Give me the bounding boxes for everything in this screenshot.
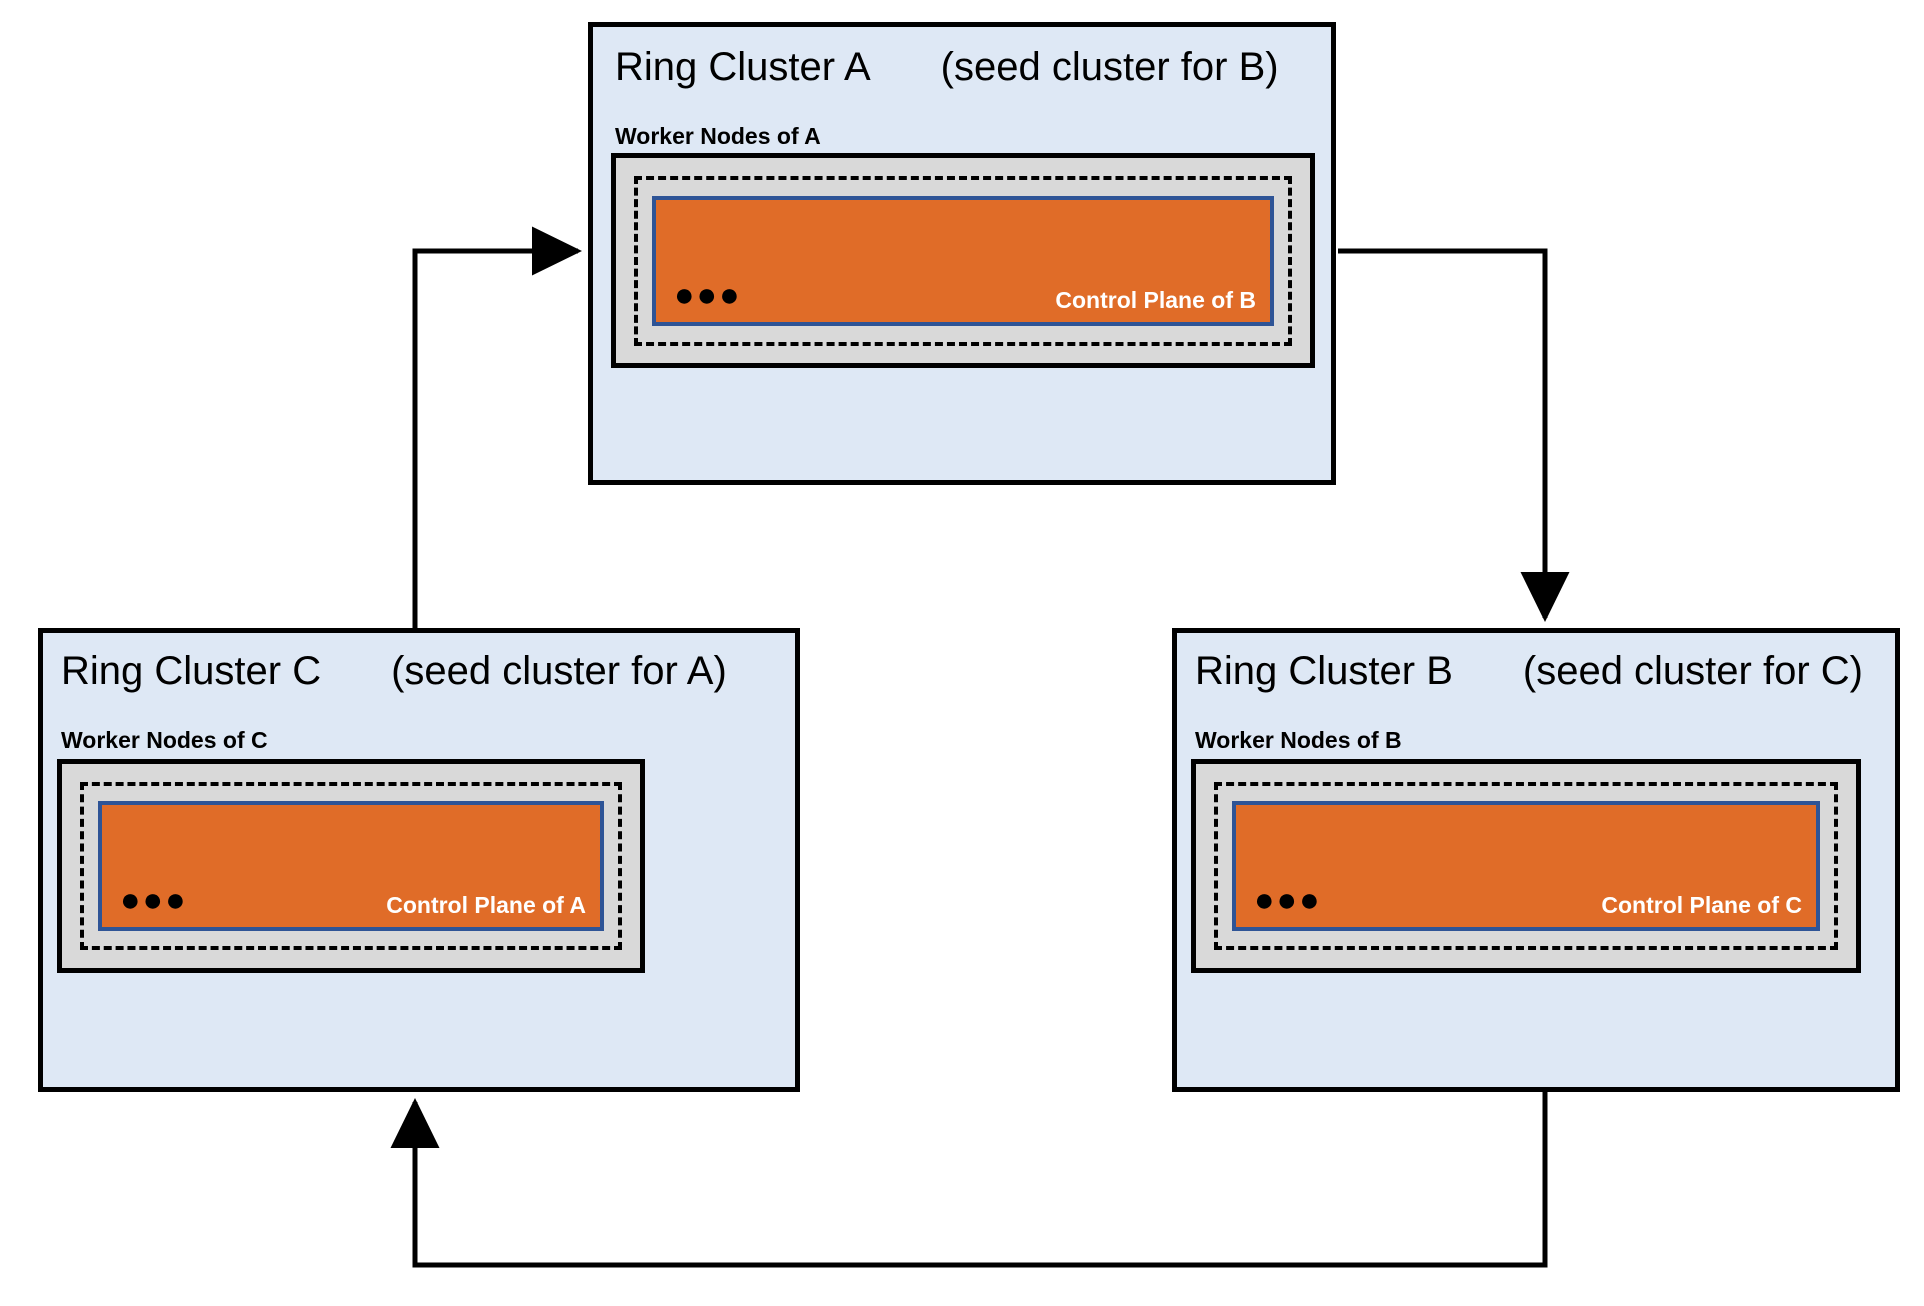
cluster-b-worker-nodes-label: Worker Nodes of B [1195, 727, 1402, 753]
cluster-b-control-plane-label: Control Plane of C [1601, 892, 1802, 918]
cluster-c-control-plane[interactable]: ●●● Control Plane of A [98, 801, 604, 931]
arrow-a-to-b [1338, 248, 1570, 623]
cluster-c-title: Ring Cluster C [61, 649, 322, 693]
cluster-c-worker-nodes-label: Worker Nodes of C [61, 727, 268, 753]
cluster-b[interactable]: Ring Cluster B (seed cluster for C) Work… [1172, 628, 1900, 1092]
cluster-a-control-plane[interactable]: ●●● Control Plane of B [652, 196, 1274, 326]
arrow-b-to-c [390, 1092, 1548, 1268]
cluster-c[interactable]: Ring Cluster C (seed cluster for A) Work… [38, 628, 800, 1092]
cluster-c-ellipsis-icon: ●●● [120, 881, 188, 919]
cluster-b-title: Ring Cluster B [1195, 649, 1453, 693]
cluster-c-control-plane-label: Control Plane of A [386, 892, 586, 918]
cluster-a-title: Ring Cluster A [615, 45, 871, 89]
cluster-c-header: Ring Cluster C (seed cluster for A) [61, 649, 813, 694]
cluster-a-worker-nodes-label: Worker Nodes of A [615, 123, 821, 149]
arrow-c-to-a [412, 226, 583, 628]
cluster-a-ellipsis-icon: ●●● [674, 276, 742, 314]
cluster-b-ellipsis-icon: ●●● [1254, 881, 1322, 919]
cluster-b-worker-box[interactable]: ●●● Control Plane of C [1191, 759, 1861, 973]
cluster-c-worker-box[interactable]: ●●● Control Plane of A [57, 759, 645, 973]
cluster-b-control-plane[interactable]: ●●● Control Plane of C [1232, 801, 1820, 931]
cluster-b-seed-note: (seed cluster for C) [1522, 649, 1863, 693]
cluster-b-dashed-boundary [1214, 782, 1838, 950]
cluster-a-worker-box[interactable]: ●●● Control Plane of B [611, 153, 1315, 368]
cluster-a-dashed-boundary [634, 176, 1292, 346]
cluster-a[interactable]: Ring Cluster A (seed cluster for B) Work… [588, 22, 1336, 485]
cluster-a-header: Ring Cluster A (seed cluster for B) [615, 45, 1353, 90]
cluster-a-control-plane-label: Control Plane of B [1055, 287, 1256, 313]
cluster-b-header: Ring Cluster B (seed cluster for C) [1195, 649, 1913, 694]
cluster-c-dashed-boundary [80, 782, 622, 950]
cluster-c-seed-note: (seed cluster for A) [391, 649, 727, 693]
cluster-a-seed-note: (seed cluster for B) [940, 45, 1279, 89]
